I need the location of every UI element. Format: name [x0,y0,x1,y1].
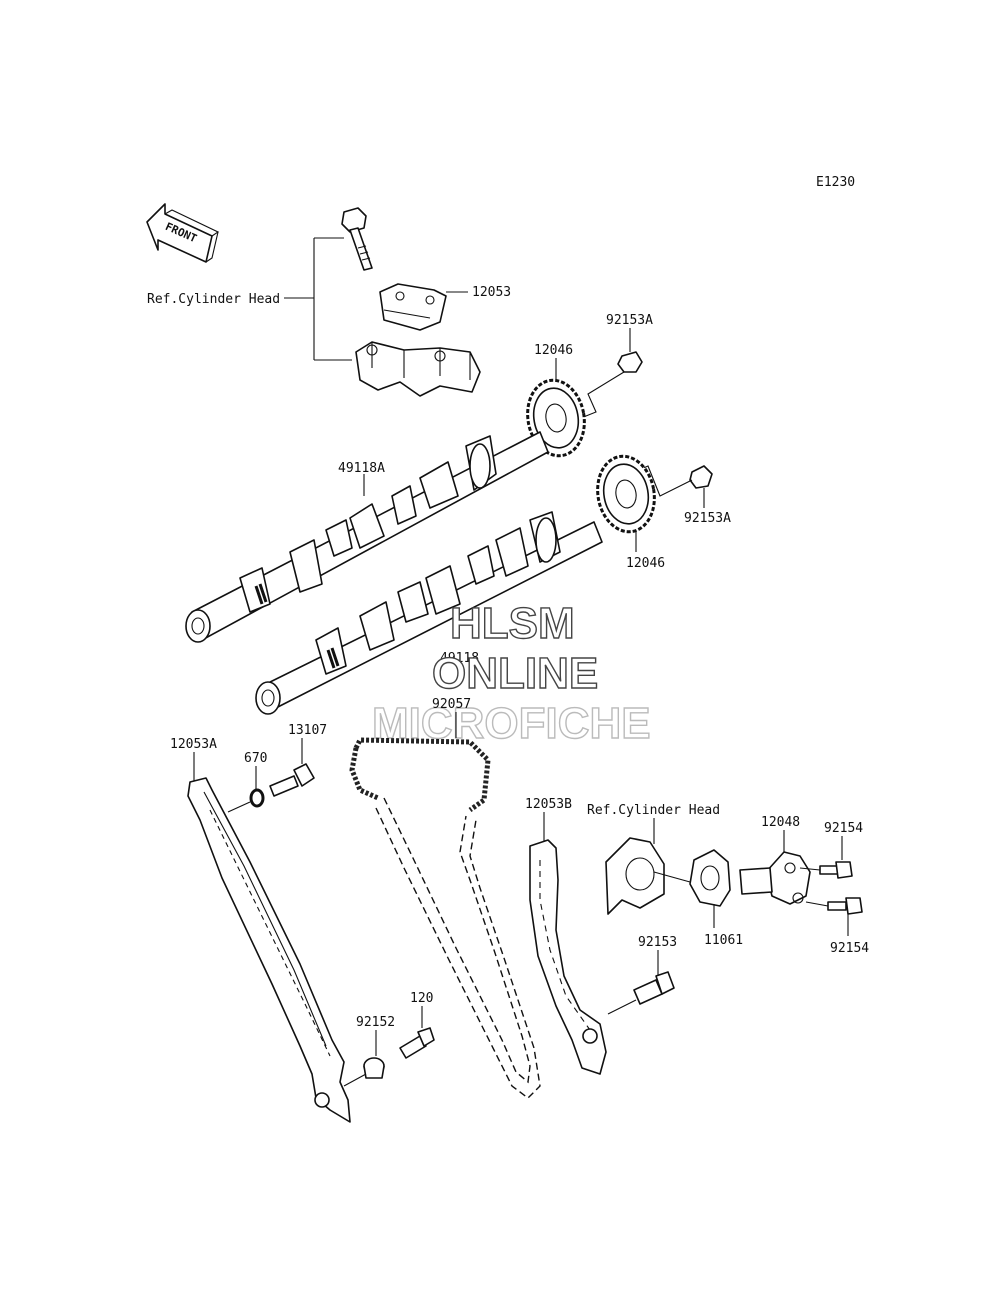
label-92153A-right: 92153A [684,511,731,526]
part-120-bolt[interactable] [399,1027,435,1059]
part-12053[interactable] [379,283,447,331]
label-92154-bottom: 92154 [830,941,869,956]
watermark: HLSM ONLINE MICROFICHE [371,598,651,748]
label-120: 120 [410,991,433,1006]
watermark-line-1: HLSM [450,599,575,648]
ref-cylinder-head-right-label: Ref.Cylinder Head [587,803,720,818]
label-13107: 13107 [288,723,327,738]
part-92153A-top[interactable] [617,351,643,373]
cam-holder-bolt [341,207,373,271]
part-13107-bolt[interactable] [269,763,315,797]
label-49118A: 49118A [338,461,385,476]
ref-cylinder-head-top-label: Ref.Cylinder Head [147,292,280,307]
watermark-line-2: ONLINE [432,649,598,698]
cylinder-head-cam-caps [355,341,481,397]
part-12046-top-sprocket[interactable] [522,376,590,461]
label-12053A: 12053A [170,737,217,752]
part-92153-bolt[interactable] [633,971,675,1005]
label-49118: 49118 [440,651,479,666]
label-92057: 92057 [432,697,471,712]
ref-cylinder-head-right [605,837,691,915]
part-92152-collar[interactable] [363,1057,385,1079]
part-11061-gasket[interactable] [689,849,731,907]
part-670-washer[interactable] [249,788,265,808]
label-670: 670 [244,751,267,766]
label-12053B: 12053B [525,797,572,812]
label-92154-top: 92154 [824,821,863,836]
part-92057-cam-chain[interactable] [349,737,541,1099]
part-12048-tensioner[interactable] [739,851,811,905]
label-92152: 92152 [356,1015,395,1030]
label-92153A-top: 92153A [606,313,653,328]
front-arrow-icon: FRONT [146,203,220,263]
label-12046-right: 12046 [626,556,665,571]
part-92154-top-bolt[interactable] [819,861,853,879]
ref-cylinder-head-top: Ref.Cylinder Head [147,237,352,361]
label-12053: 12053 [472,285,511,300]
label-12048: 12048 [761,815,800,830]
label-12046-top: 12046 [534,343,573,358]
part-49118-camshaft[interactable] [255,511,603,715]
part-12053A-chain-guide[interactable] [187,777,351,1123]
diagram-code: E1230 [816,175,855,190]
part-12046-right-sprocket[interactable] [592,452,660,537]
part-92154-bottom-bolt[interactable] [827,897,863,915]
part-92153A-right[interactable] [689,465,713,489]
label-11061: 11061 [704,933,743,948]
label-92153: 92153 [638,935,677,950]
part-12053B-tensioner-guide[interactable] [529,839,607,1075]
part-49118A-camshaft[interactable] [185,431,549,643]
